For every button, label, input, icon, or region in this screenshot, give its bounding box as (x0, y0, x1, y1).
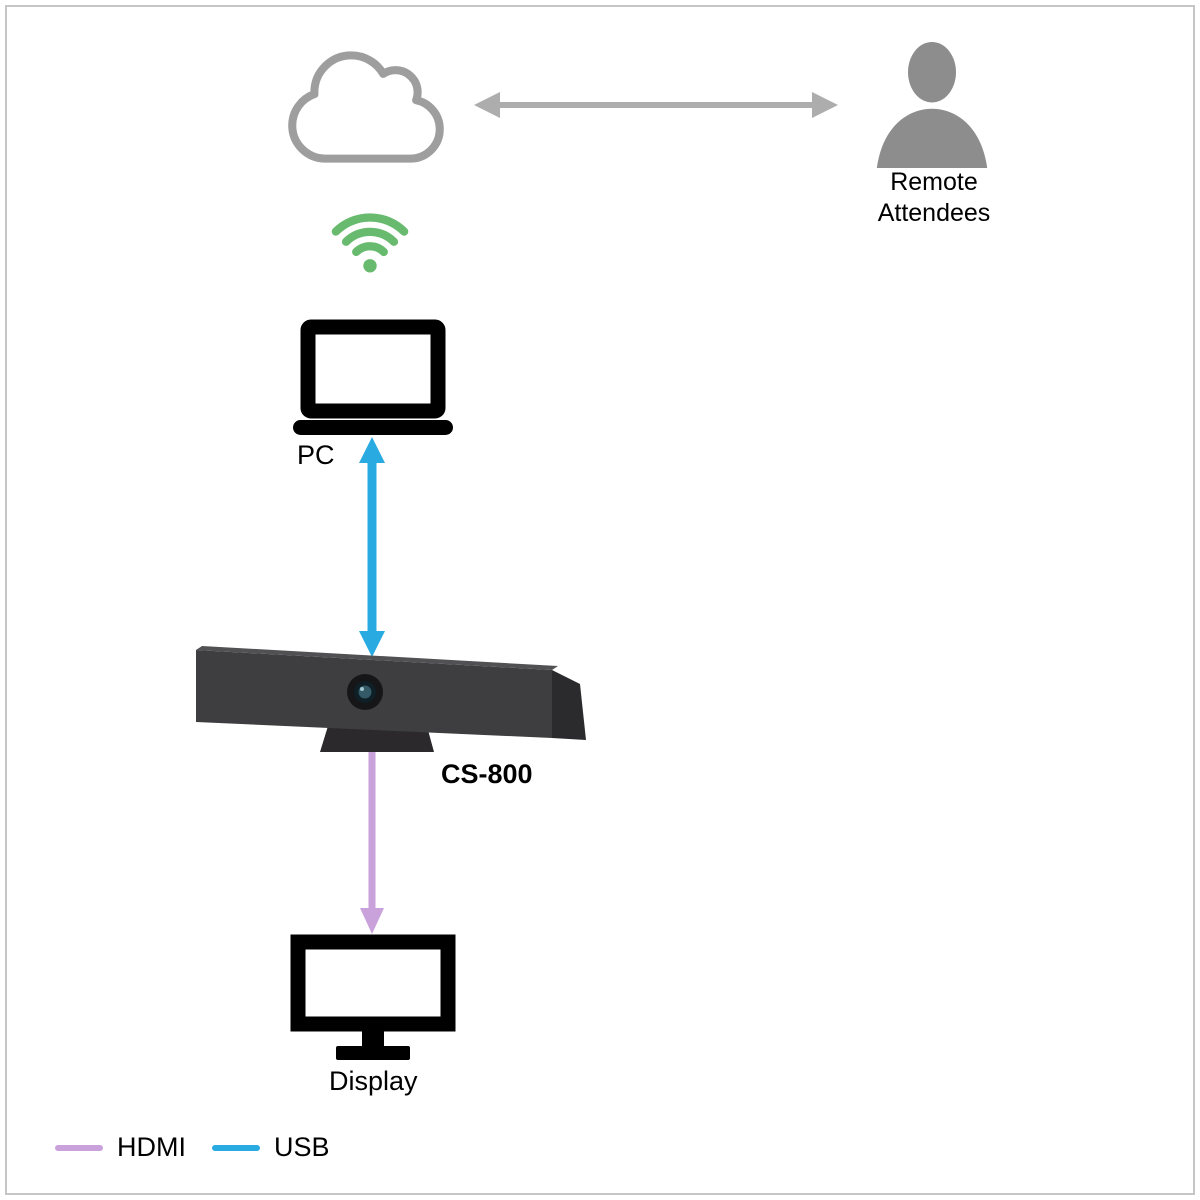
monitor-icon (290, 934, 456, 1060)
legend-hdmi-swatch (55, 1144, 103, 1151)
legend-hdmi-label: HDMI (117, 1132, 186, 1162)
cloud-icon (288, 51, 444, 163)
remote-attendees-label: Remote Attendees (877, 168, 991, 227)
cs800-label: CS-800 (441, 759, 533, 789)
usb-arrow (359, 437, 385, 657)
device-stand (320, 726, 434, 752)
legend-usb-swatch (212, 1144, 260, 1151)
pc-label: PC (297, 440, 335, 470)
legend-usb-label: USB (274, 1132, 330, 1162)
camera-lens-icon (347, 674, 383, 710)
cs800-device (196, 646, 586, 752)
legend: HDMI USB (55, 1132, 330, 1163)
hdmi-arrow (360, 752, 384, 934)
device-top (196, 646, 558, 670)
laptop-icon (293, 319, 453, 435)
display-label: Display (329, 1066, 418, 1096)
wifi-icon (331, 213, 409, 273)
remote-attendees-icon (876, 42, 988, 168)
cloud-remote-arrow (474, 92, 838, 118)
device-side (552, 670, 586, 740)
